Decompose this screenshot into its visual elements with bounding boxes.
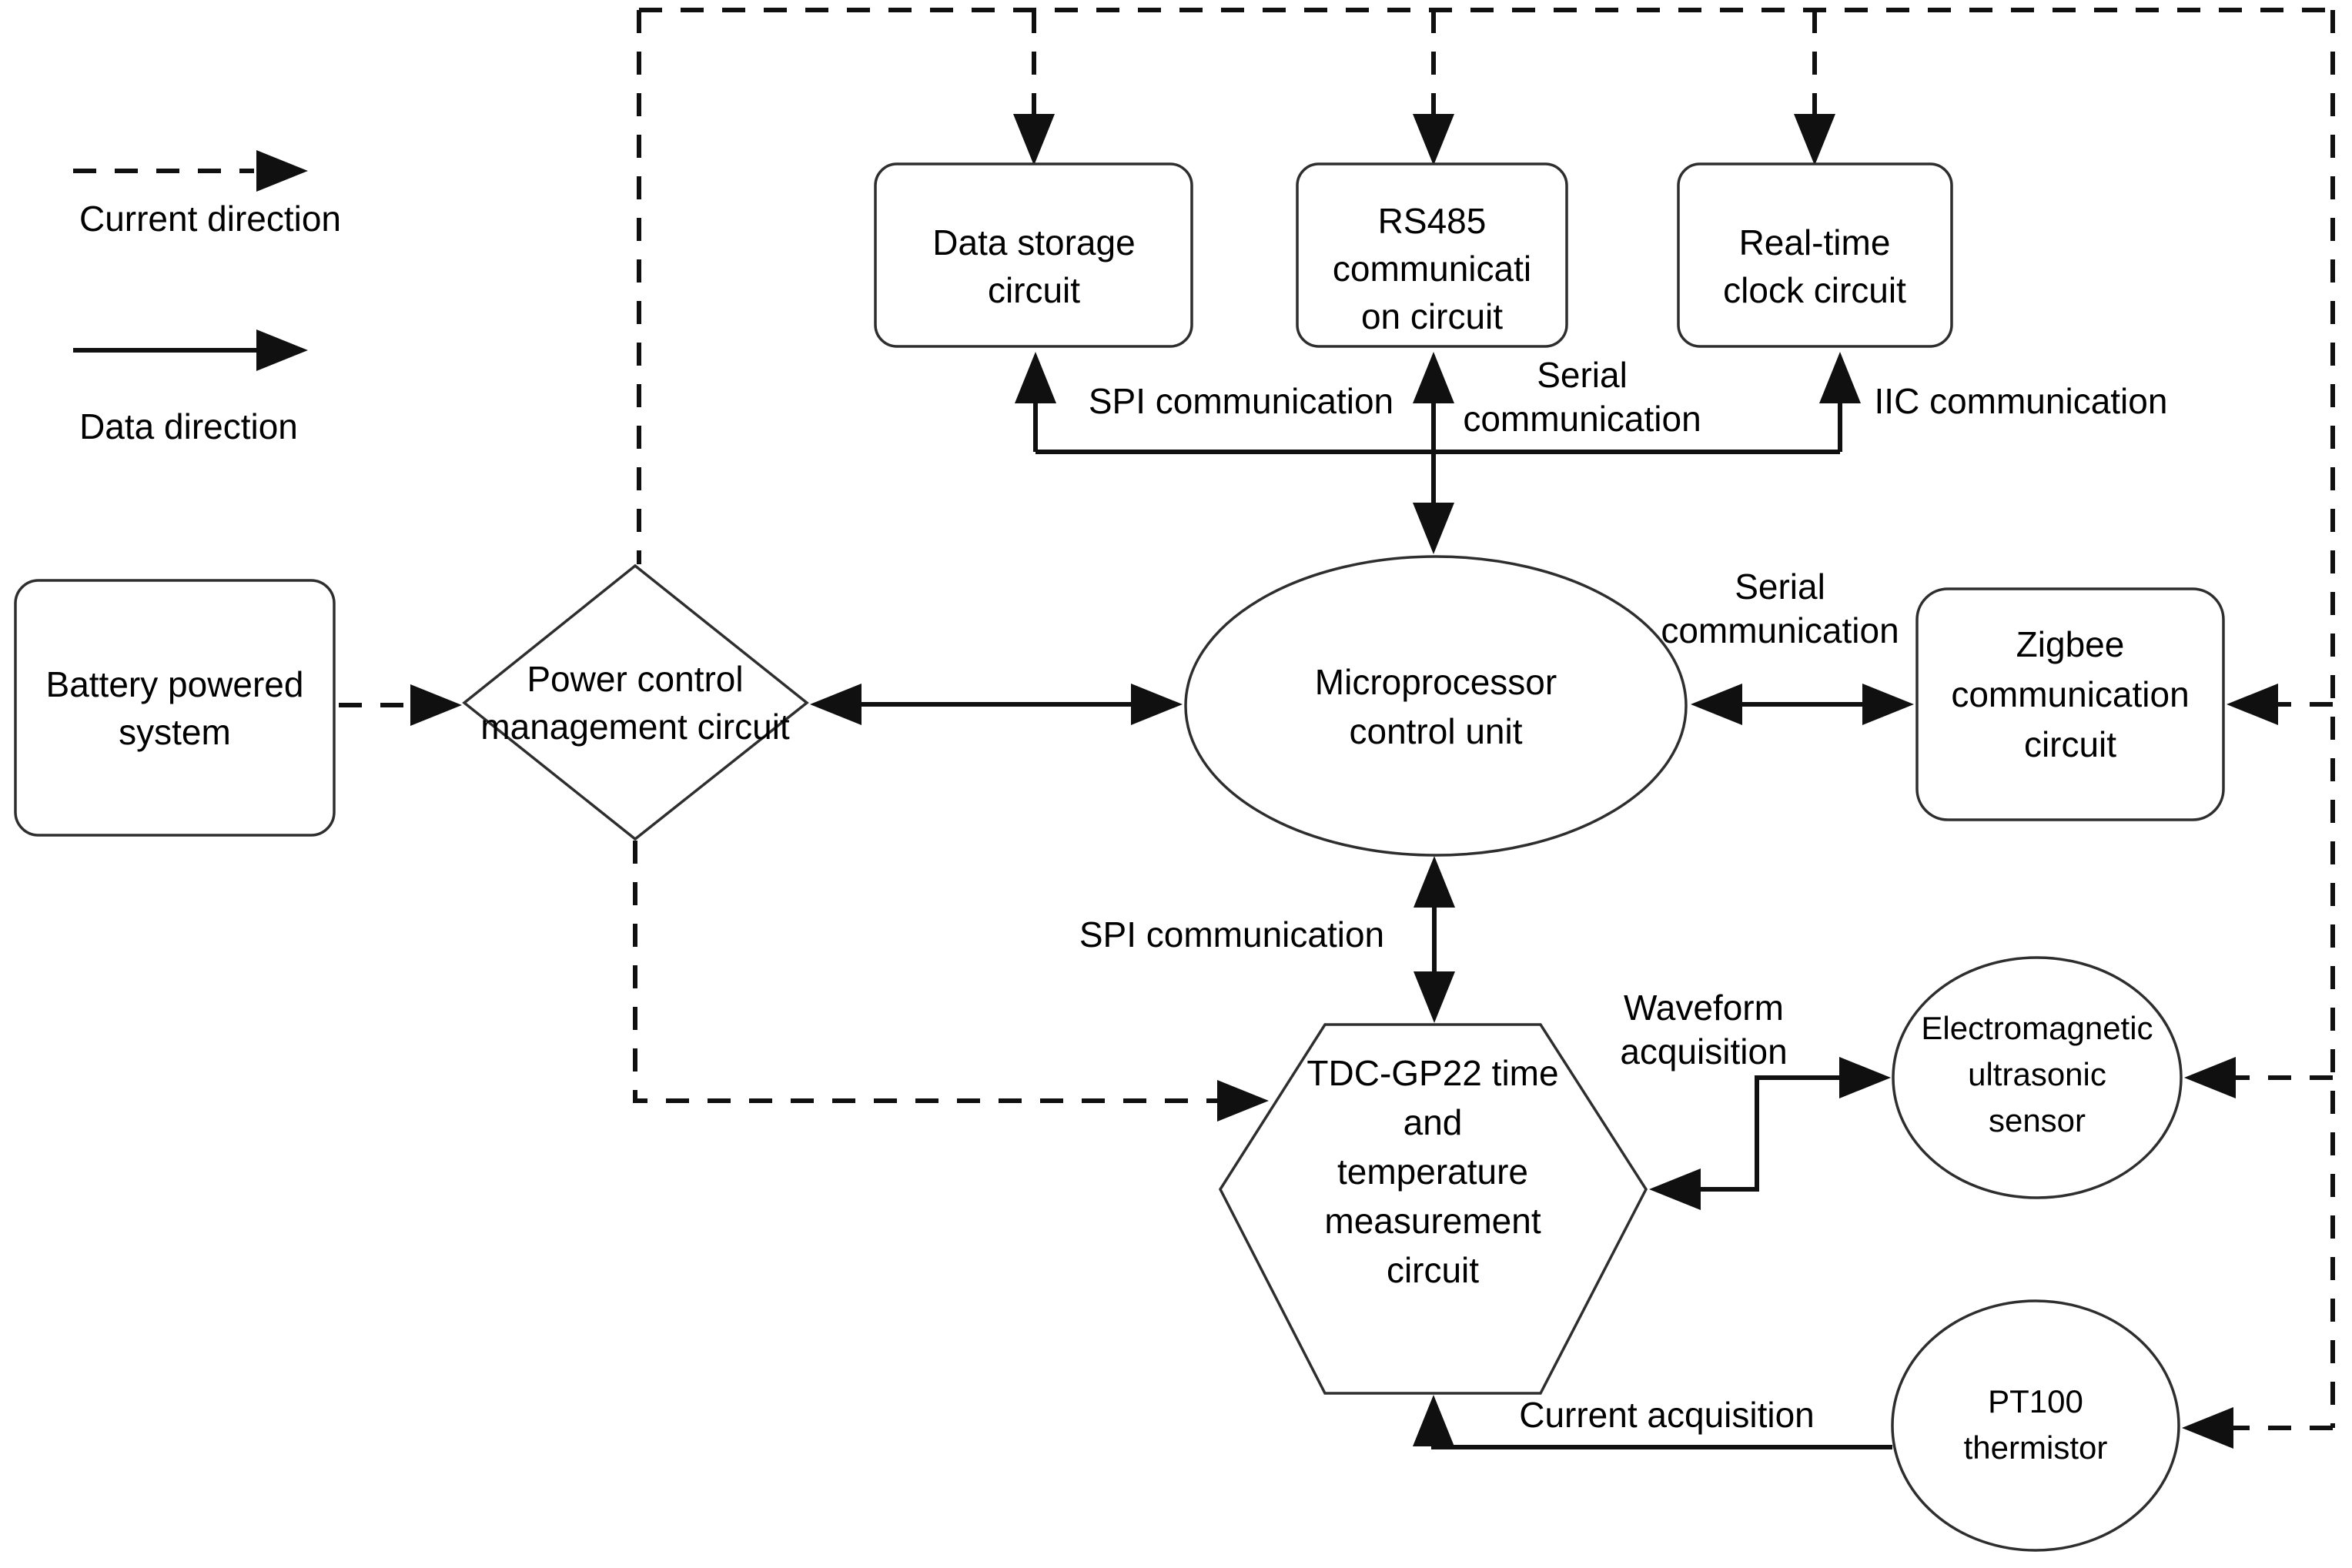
battery-label-line1: Battery powered	[46, 664, 304, 704]
legend-data-label: Data direction	[79, 406, 298, 446]
power-label-line2: management circuit	[480, 707, 790, 747]
label-waveform-line2: acquisition	[1620, 1031, 1787, 1072]
node-microprocessor-control-unit: Microprocessor control unit	[1184, 555, 1688, 857]
rtc-label-line1: Real-time	[1739, 222, 1891, 262]
data-storage-box	[874, 162, 1193, 348]
node-power-control-management: Power control management circuit	[462, 563, 809, 841]
pt100-tdc-arrowhead-icon	[1413, 1395, 1454, 1446]
rtc-label-line2: clock circuit	[1723, 270, 1906, 310]
power-diamond	[462, 563, 809, 841]
frame-to-zigbee-arrowhead-icon	[2227, 684, 2278, 725]
emat-label-line3: sensor	[1989, 1102, 2086, 1138]
data-direction-wiring	[810, 352, 1914, 1449]
frame-to-emat-arrowhead-icon	[2184, 1057, 2236, 1098]
data-storage-label-line1: Data storage	[932, 222, 1135, 262]
drop-data-storage-arrowhead-icon	[1013, 114, 1055, 165]
battery-box	[14, 579, 336, 837]
drop-rs485-arrowhead-icon	[1413, 114, 1454, 165]
tdc-label-line3: temperature	[1337, 1152, 1528, 1192]
tdc-label-line5: circuit	[1387, 1250, 1479, 1290]
label-serial-top-line1: Serial	[1537, 355, 1628, 395]
label-serial-right-line2: communication	[1661, 610, 1899, 650]
power-to-tdc-arrowhead-icon	[1217, 1080, 1269, 1122]
node-real-time-clock-circuit: Real-time clock circuit	[1677, 162, 1953, 348]
power-label-line1: Power control	[527, 659, 743, 699]
label-current-acquisition: Current acquisition	[1519, 1395, 1815, 1435]
node-pt100-thermistor: PT100 thermistor	[1891, 1299, 2180, 1552]
tdc-label-line1: TDC-GP22 time	[1306, 1053, 1558, 1093]
pt100-label-line2: thermistor	[1964, 1429, 2108, 1466]
pt100-circle	[1891, 1299, 2180, 1552]
iic-up-arrowhead-icon	[1819, 352, 1861, 403]
emat-label-line1: Electromagnetic	[1921, 1010, 2153, 1046]
node-battery-powered-system: Battery powered system	[14, 579, 336, 837]
rs485-label-line1: RS485	[1378, 201, 1487, 241]
pt100-tdc-line	[1431, 1439, 1892, 1449]
current-direction-wiring	[339, 8, 2335, 1449]
legend: Current direction Data direction	[73, 150, 341, 446]
legend-current-label: Current direction	[79, 199, 341, 239]
tdc-hexagon	[1218, 1023, 1648, 1395]
label-serial-right-line1: Serial	[1735, 567, 1825, 607]
mcu-label-line1: Microprocessor	[1315, 662, 1557, 702]
label-iic: IIC communication	[1875, 381, 2168, 421]
edge-labels: SPI communication Serial communication I…	[1079, 355, 2168, 1435]
node-rs485-communication-circuit: RS485 communicati on circuit	[1296, 162, 1568, 348]
node-data-storage-circuit: Data storage circuit	[874, 162, 1193, 348]
pt100-label-line1: PT100	[1988, 1383, 2083, 1419]
label-spi-top: SPI communication	[1089, 381, 1393, 421]
frame-to-pt100-arrowhead-icon	[2182, 1407, 2233, 1449]
mcu-ellipse	[1184, 555, 1688, 857]
node-zigbee-communication-circuit: Zigbee communication circuit	[1915, 587, 2225, 821]
rs485-label-line3: on circuit	[1361, 296, 1503, 336]
tdc-label-line4: measurement	[1324, 1201, 1541, 1241]
zigbee-box	[1915, 587, 2225, 821]
emat-label-line2: ultrasonic	[1968, 1056, 2106, 1092]
rs485-label-line2: communicati	[1333, 249, 1531, 289]
rtc-box	[1677, 162, 1953, 348]
mcu-tdc-down-arrowhead-icon	[1414, 971, 1455, 1023]
power-to-tdc-dashed-line	[633, 841, 1219, 1103]
zigbee-label-line2: communication	[1951, 674, 2189, 714]
data-storage-label-line2: circuit	[988, 270, 1080, 310]
rs485-box	[1296, 162, 1568, 348]
node-tdc-gp22-measurement-circuit: TDC-GP22 time and temperature measuremen…	[1218, 1023, 1648, 1395]
tdc-emat-right-arrowhead-icon	[1839, 1057, 1891, 1098]
zigbee-label-line1: Zigbee	[2016, 624, 2125, 664]
power-mcu-right-arrowhead-icon	[1131, 684, 1183, 725]
label-serial-top-line2: communication	[1463, 399, 1701, 439]
mcu-zigbee-right-arrowhead-icon	[1862, 684, 1914, 725]
serial-up-arrowhead-icon	[1413, 352, 1454, 403]
tdc-emat-step-line	[1695, 1075, 1845, 1192]
tdc-label-line2: and	[1404, 1102, 1463, 1142]
label-waveform-line1: Waveform	[1624, 988, 1784, 1028]
mcu-zigbee-left-arrowhead-icon	[1691, 684, 1742, 725]
tdc-emat-left-arrowhead-icon	[1649, 1168, 1701, 1210]
power-mcu-left-arrowhead-icon	[810, 684, 862, 725]
node-electromagnetic-ultrasonic-sensor: Electromagnetic ultrasonic sensor	[1892, 956, 2183, 1199]
bus-to-mcu-arrowhead-icon	[1413, 503, 1454, 554]
battery-to-power-arrowhead-icon	[410, 684, 462, 726]
mcu-label-line2: control unit	[1349, 711, 1522, 751]
emat-circle	[1892, 956, 2183, 1199]
legend-data-arrowhead-icon	[256, 329, 308, 371]
mcu-tdc-up-arrowhead-icon	[1414, 856, 1455, 908]
legend-current-arrowhead-icon	[256, 150, 308, 192]
zigbee-label-line3: circuit	[2024, 724, 2116, 764]
spi-up-arrowhead-icon	[1015, 352, 1056, 403]
label-spi-bottom: SPI communication	[1079, 914, 1384, 955]
battery-label-line2: system	[119, 712, 231, 752]
drop-rtc-arrowhead-icon	[1794, 114, 1835, 165]
